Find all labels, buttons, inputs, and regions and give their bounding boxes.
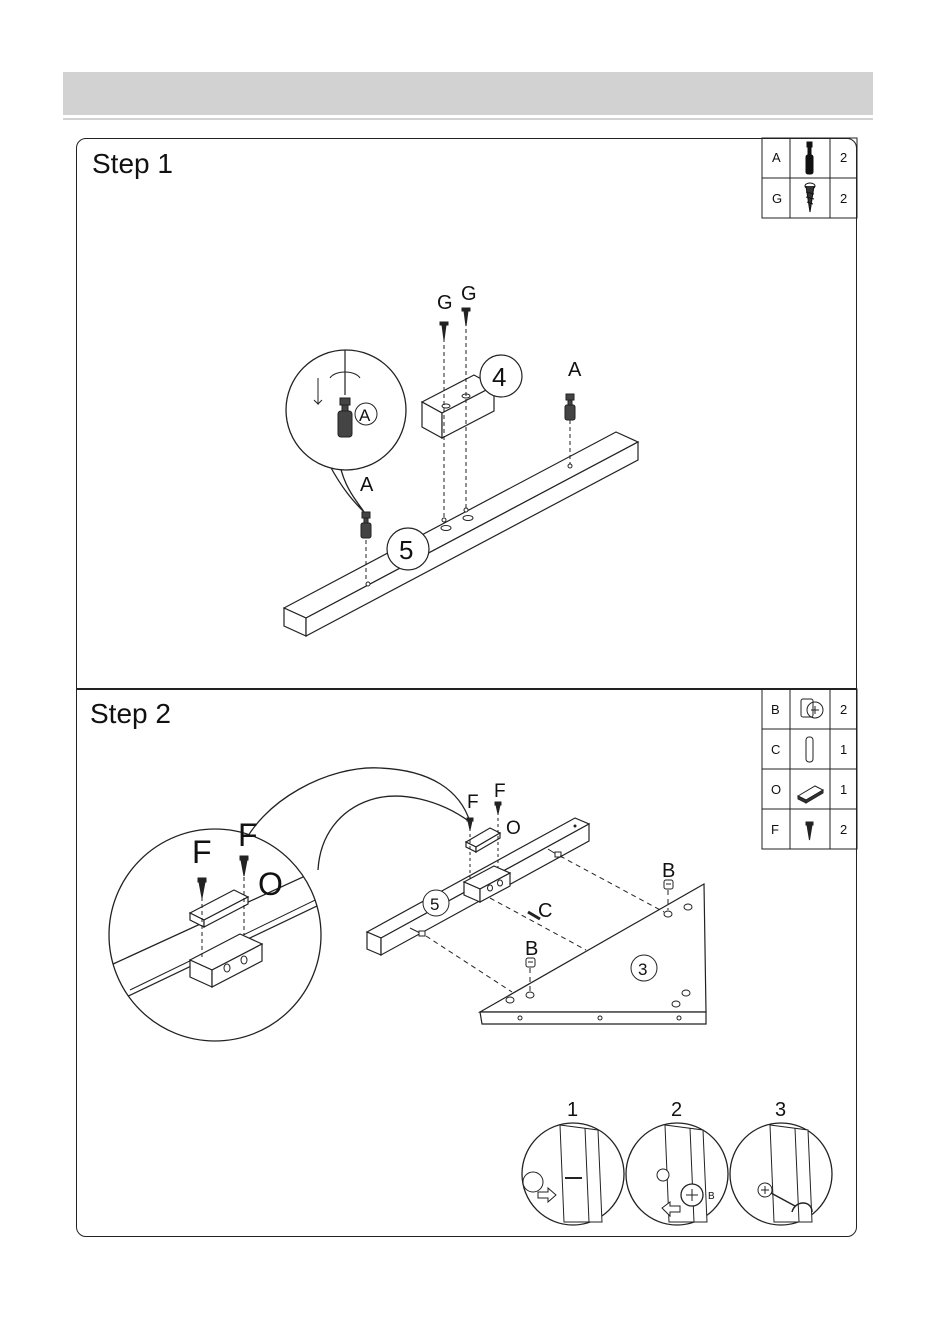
cam-bolt-a-right (565, 394, 575, 420)
rail-block (464, 866, 510, 902)
zoom-callout-o: O (258, 866, 283, 902)
callout-a-top: A (568, 359, 582, 381)
part-qty-c: 1 (840, 742, 847, 757)
zoom-bubble-step-2 (109, 829, 321, 1041)
part-letter-b: B (771, 702, 780, 717)
rail-bracket-o (466, 828, 500, 852)
cam-step-2-number: 2 (671, 1099, 682, 1121)
part-qty-o: 1 (840, 782, 847, 797)
screw-g-2 (462, 308, 470, 326)
cam-step-3-number: 3 (775, 1099, 786, 1121)
cam-step-1-number: 1 (567, 1099, 578, 1121)
cam-step-2-label: B (708, 1191, 715, 1202)
part-letter-a: A (772, 150, 781, 165)
bracket-icon (798, 786, 823, 803)
cam-bolt-a-left (361, 512, 371, 538)
callout-3-label: 3 (638, 960, 647, 979)
part-qty-g: 2 (840, 191, 847, 206)
zoom-bubble-cam-bolt (338, 398, 352, 437)
callout-5-label: 5 (399, 535, 413, 565)
circled-a-label: A (359, 406, 371, 425)
part-qty-a: 2 (840, 150, 847, 165)
part-letter-g: G (772, 191, 782, 206)
callout-a-left: A (360, 474, 374, 496)
part-letter-c: C (771, 742, 780, 757)
callout-g-2: G (461, 283, 477, 305)
callout-rail-5-label: 5 (430, 895, 439, 914)
callout-c: C (538, 900, 552, 922)
callout-b-bottom: B (525, 938, 538, 960)
zoom-callout-f-1: F (192, 834, 212, 870)
callout-f-2: F (494, 781, 506, 802)
dowel-icon (806, 737, 813, 762)
cam-bolt-icon (806, 142, 813, 174)
rail-screw-f-1 (467, 818, 473, 830)
part-qty-f: 2 (840, 822, 847, 837)
zoom-callout-f-2: F (238, 817, 258, 853)
callout-4-label: 4 (492, 362, 506, 392)
small-screw-icon (806, 822, 813, 840)
cam-step-3-circle (730, 1123, 832, 1225)
screw-g-1 (440, 322, 448, 340)
part-qty-b: 2 (840, 702, 847, 717)
callout-f-1: F (467, 792, 479, 813)
wood-screw-icon (805, 183, 815, 212)
callout-b-top: B (662, 860, 675, 882)
cam-step-1-circle (522, 1123, 624, 1225)
callout-g-1: G (437, 292, 453, 314)
callout-o: O (506, 818, 521, 839)
cam-lock-icon (801, 699, 823, 718)
part-letter-f: F (771, 822, 779, 837)
part-letter-o: O (771, 782, 781, 797)
cam-step-2-circle: B (626, 1123, 728, 1225)
rail-screw-f-2 (495, 802, 501, 814)
